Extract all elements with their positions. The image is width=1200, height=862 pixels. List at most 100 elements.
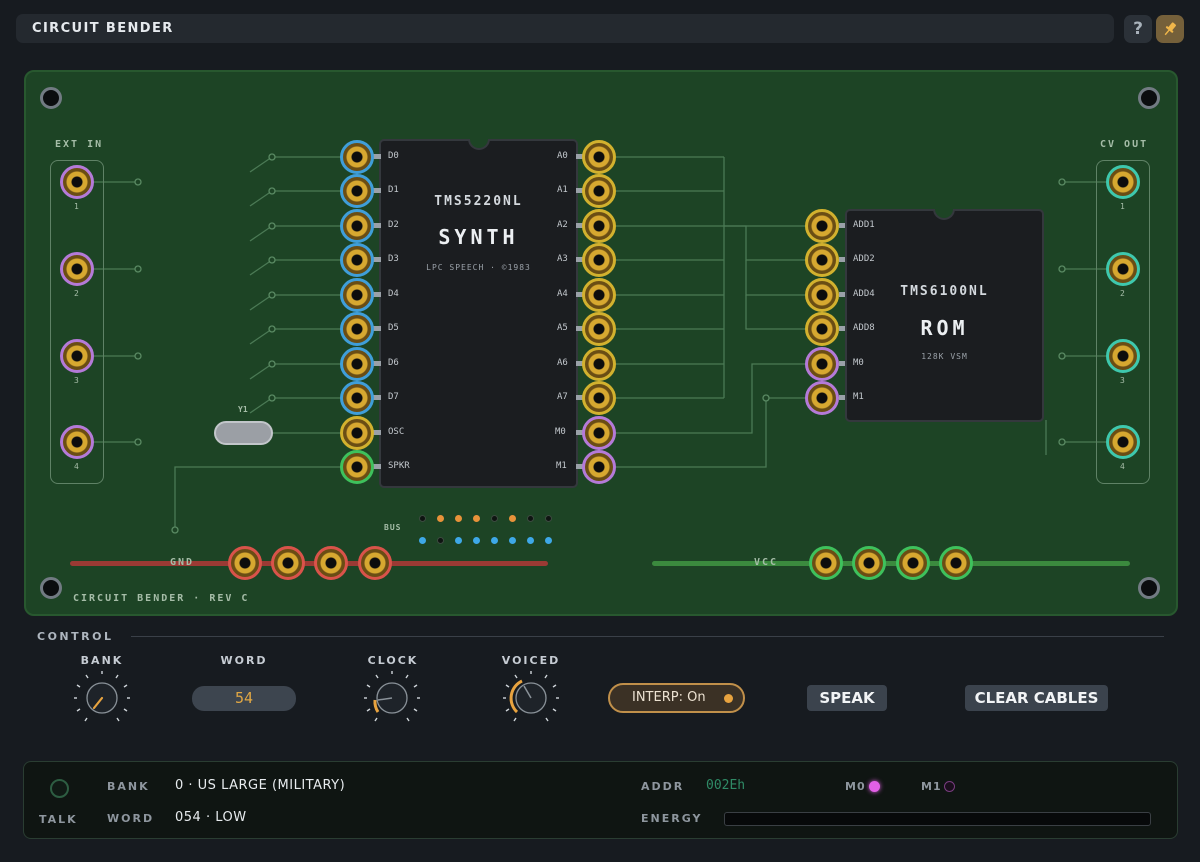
bus-led [545, 515, 552, 522]
jack-a6[interactable] [582, 347, 616, 381]
vcc-jack[interactable] [852, 546, 886, 580]
jack-d3[interactable] [340, 243, 374, 277]
cv-out-jack-3[interactable] [1106, 339, 1140, 373]
synth-pin-label: A0 [557, 151, 568, 161]
synth-pin-label: SPKR [388, 461, 410, 471]
help-button[interactable]: ? [1124, 15, 1152, 43]
jack-add2[interactable] [805, 243, 839, 277]
jack-a4[interactable] [582, 278, 616, 312]
mounting-hole [1138, 87, 1160, 109]
crystal-label: Y1 [238, 405, 248, 414]
synth-pin-label: D7 [388, 392, 399, 402]
synth-pin-label: A5 [557, 323, 568, 333]
synth-chip-sub: LPC SPEECH · ©1983 [426, 263, 531, 272]
jack-a0[interactable] [582, 140, 616, 174]
talk-label: TALK [39, 813, 78, 826]
crystal-oscillator [214, 421, 273, 445]
jack-number: 3 [74, 376, 79, 385]
gnd-jack[interactable] [228, 546, 262, 580]
synth-pin-label: D5 [388, 323, 399, 333]
jack-a2[interactable] [582, 209, 616, 243]
jack-d7[interactable] [340, 381, 374, 415]
jack-d1[interactable] [340, 174, 374, 208]
bus-led [455, 537, 462, 544]
ext-in-jack-2[interactable] [60, 252, 94, 286]
control-divider [131, 636, 1164, 637]
jack-number: 3 [1120, 376, 1125, 385]
jack-m0[interactable] [582, 416, 616, 450]
vcc-rail [652, 561, 1130, 566]
gnd-label: GND [170, 557, 195, 568]
bus-led [509, 537, 516, 544]
rom-pin-label: ADD4 [853, 289, 875, 299]
status-word-label: WORD [107, 812, 155, 825]
cv-out-panel [1096, 160, 1150, 484]
jack-a1[interactable] [582, 174, 616, 208]
rom-chip-sub: 128K VSM [921, 352, 968, 361]
vcc-jack[interactable] [896, 546, 930, 580]
mounting-hole [40, 87, 62, 109]
jack-d0[interactable] [340, 140, 374, 174]
synth-pin-label: A1 [557, 185, 568, 195]
ext-in-label: EXT IN [55, 139, 104, 150]
jack-rom-m1[interactable] [805, 381, 839, 415]
jack-a5[interactable] [582, 312, 616, 346]
cv-out-jack-1[interactable] [1106, 165, 1140, 199]
jack-add4[interactable] [805, 278, 839, 312]
bus-led [545, 537, 552, 544]
jack-a7[interactable] [582, 381, 616, 415]
synth-pin-label: A3 [557, 254, 568, 264]
jack-number: 2 [1120, 289, 1125, 298]
clear-cables-button[interactable]: CLEAR CABLES [965, 685, 1108, 711]
jack-spkr[interactable] [340, 450, 374, 484]
rom-pin-label: M1 [853, 392, 864, 402]
cv-out-jack-2[interactable] [1106, 252, 1140, 286]
jack-osc[interactable] [340, 416, 374, 450]
word-input[interactable]: 54 [192, 686, 296, 711]
jack-rom-m0[interactable] [805, 347, 839, 381]
jack-add8[interactable] [805, 312, 839, 346]
talk-led [50, 779, 69, 798]
gnd-jack[interactable] [314, 546, 348, 580]
ext-in-jack-3[interactable] [60, 339, 94, 373]
app-title: CIRCUIT BENDER [32, 21, 174, 36]
bus-led [491, 537, 498, 544]
jack-a3[interactable] [582, 243, 616, 277]
synth-pin-label: D3 [388, 254, 399, 264]
synth-chip: TMS5220NL SYNTH LPC SPEECH · ©1983 [379, 139, 578, 488]
pin-button[interactable] [1156, 15, 1184, 43]
bank-knob[interactable] [73, 669, 131, 727]
jack-d5[interactable] [340, 312, 374, 346]
cv-out-jack-4[interactable] [1106, 425, 1140, 459]
ext-in-jack-4[interactable] [60, 425, 94, 459]
bus-led [437, 537, 444, 544]
bus-label: BUS [384, 523, 402, 532]
ext-in-jack-1[interactable] [60, 165, 94, 199]
vcc-jack[interactable] [939, 546, 973, 580]
jack-m1[interactable] [582, 450, 616, 484]
ext-in-panel [50, 160, 104, 484]
synth-chip-name: SYNTH [438, 225, 519, 249]
interp-toggle[interactable]: INTERP: On [608, 683, 745, 713]
synth-pin-label: A2 [557, 220, 568, 230]
jack-d2[interactable] [340, 209, 374, 243]
gnd-jack[interactable] [271, 546, 305, 580]
speak-button[interactable]: SPEAK [807, 685, 887, 711]
gnd-jack[interactable] [358, 546, 392, 580]
rom-chip-part: TMS6100NL [900, 284, 989, 299]
vcc-jack[interactable] [809, 546, 843, 580]
energy-label: ENERGY [641, 812, 703, 825]
jack-number: 1 [1120, 202, 1125, 211]
bus-led [509, 515, 516, 522]
voiced-knob[interactable] [502, 669, 560, 727]
jack-d4[interactable] [340, 278, 374, 312]
word-label: WORD [220, 654, 268, 667]
jack-d6[interactable] [340, 347, 374, 381]
control-title: CONTROL [37, 630, 114, 643]
synth-pin-label: D0 [388, 151, 399, 161]
clock-knob[interactable] [363, 669, 421, 727]
jack-add1[interactable] [805, 209, 839, 243]
synth-pin-label: A6 [557, 358, 568, 368]
synth-pin-label: A4 [557, 289, 568, 299]
